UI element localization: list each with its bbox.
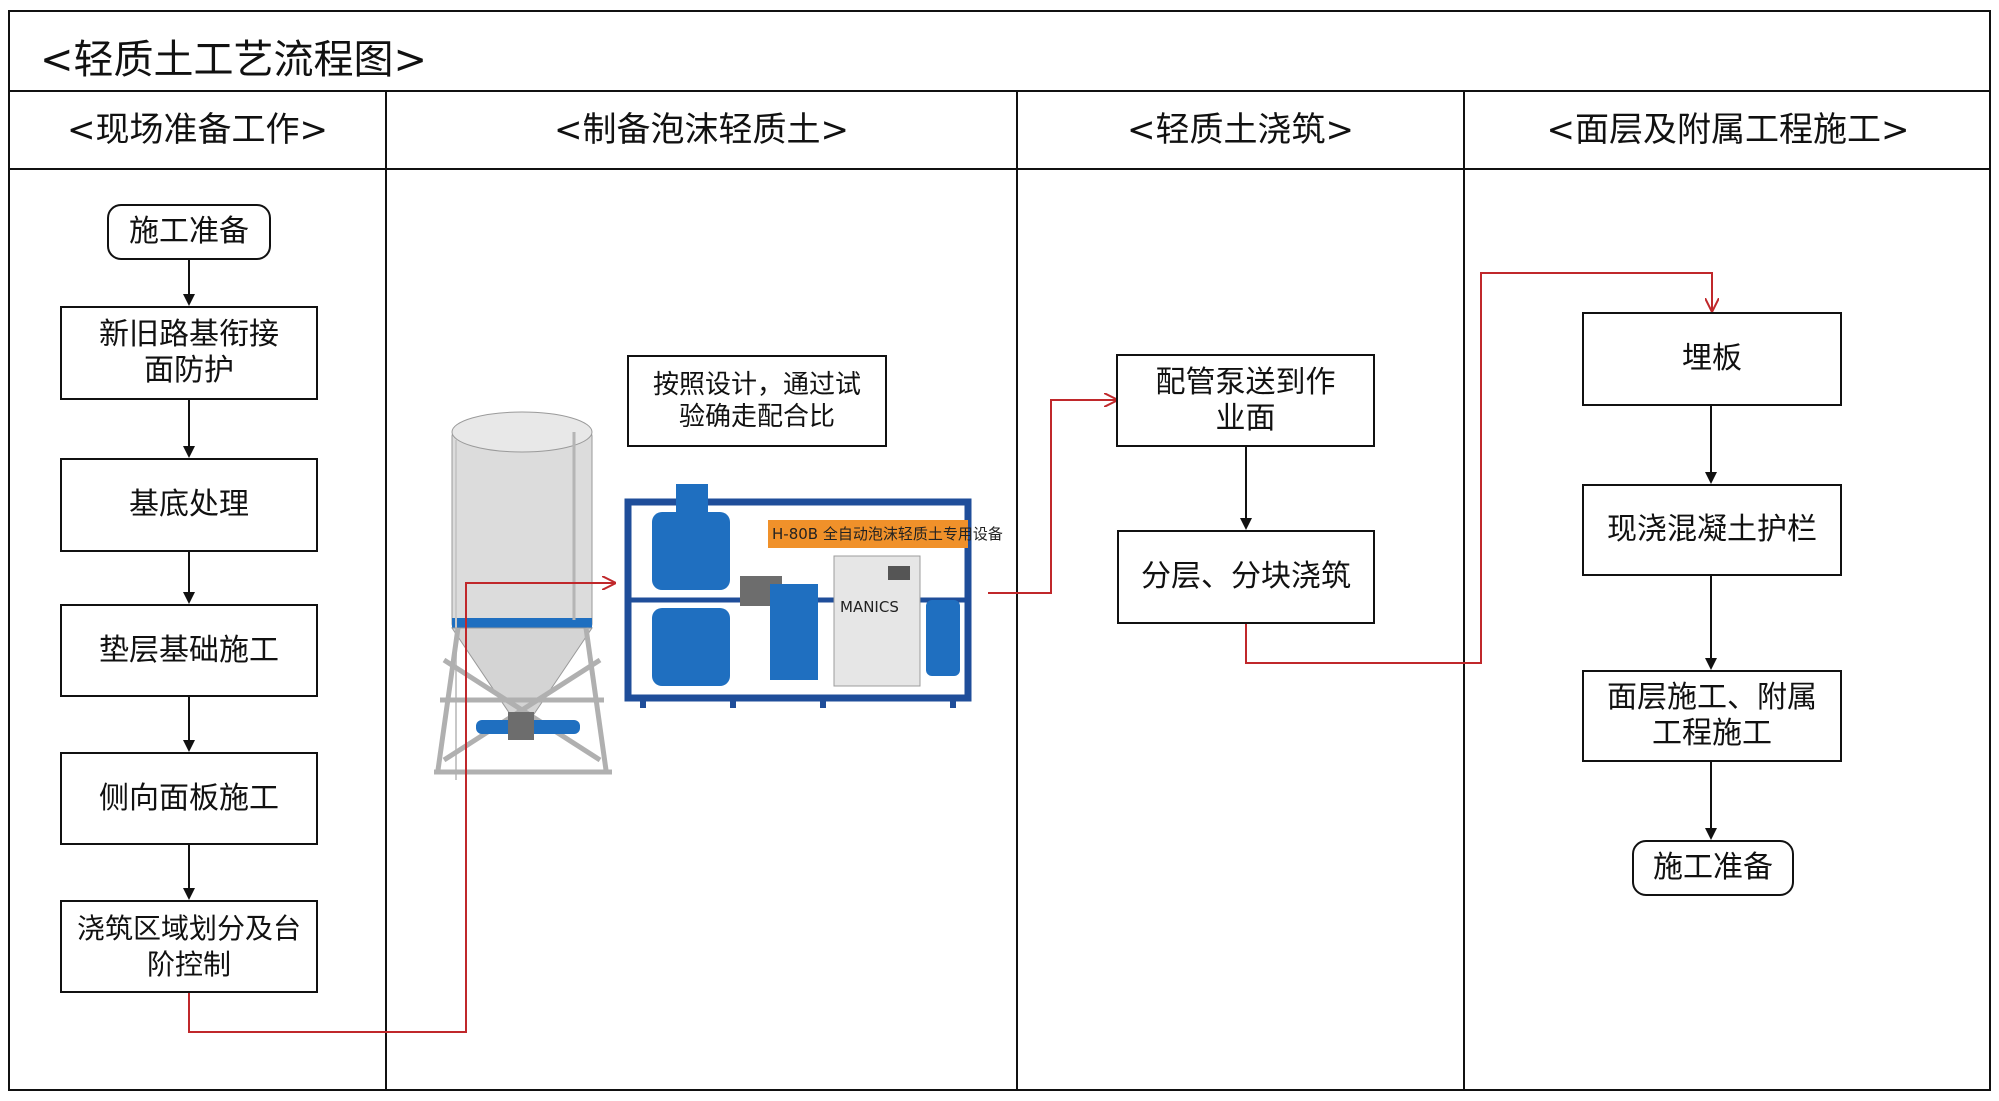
step-construction-prep: 施工准备 <box>107 204 271 260</box>
mix-design-note: 按照设计，通过试 验确走配合比 <box>627 355 887 447</box>
silo-illustration <box>434 412 612 780</box>
step-base-treatment: 基底处理 <box>60 458 318 552</box>
equipment-sign: H-80B 全自动泡沫轻质土专用设备 <box>772 525 1003 543</box>
foam-equipment-illustration: H-80B 全自动泡沫轻质土专用设备 MANICS <box>628 484 1003 708</box>
step-side-panel: 侧向面板施工 <box>60 752 318 845</box>
step-cushion-foundation: 垫层基础施工 <box>60 604 318 697</box>
step-construction-prep-end: 施工准备 <box>1632 840 1794 896</box>
step-surface-ancillary: 面层施工、附属 工程施工 <box>1582 670 1842 762</box>
step-pouring-zone-division: 浇筑区域划分及台 阶控制 <box>60 900 318 993</box>
step-old-new-roadbed-protection: 新旧路基衔接 面防护 <box>60 306 318 400</box>
step-layered-pouring: 分层、分块浇筑 <box>1117 530 1375 624</box>
connector-machine-to-pumping <box>988 400 1116 593</box>
step-cast-guardrail: 现浇混凝土护栏 <box>1582 484 1842 576</box>
equipment-brand: MANICS <box>840 598 899 616</box>
step-pump-to-workface: 配管泵送到作 业面 <box>1116 354 1375 447</box>
step-embed-plate: 埋板 <box>1582 312 1842 406</box>
